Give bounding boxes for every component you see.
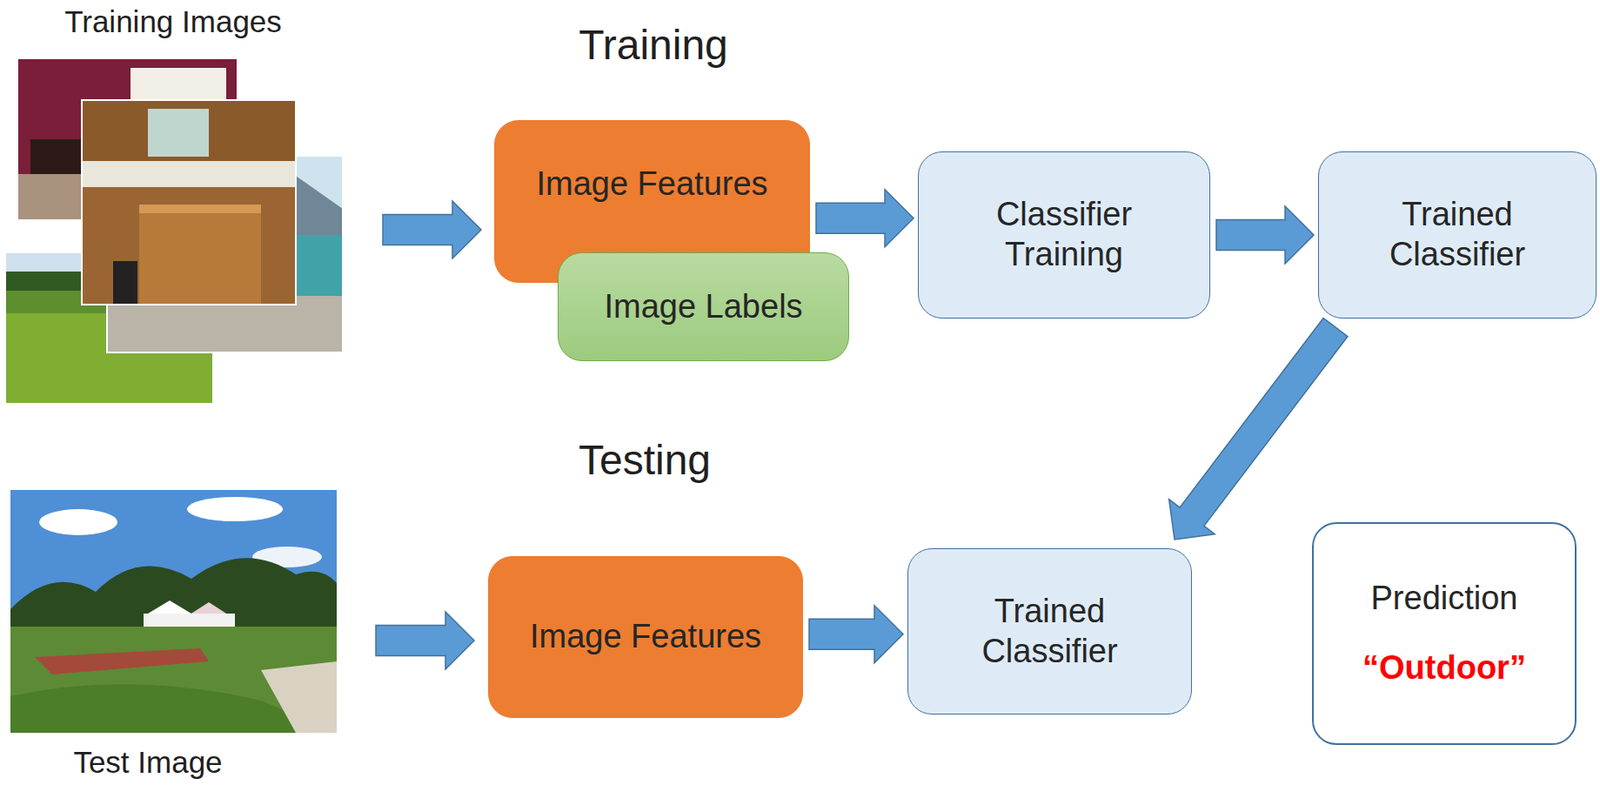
prediction-box: Prediction “Outdoor” — [1312, 522, 1577, 745]
feature-box: Image Features — [488, 555, 804, 718]
label-box: Image Labels — [557, 252, 850, 362]
node-text: Prediction — [1371, 578, 1519, 619]
section-heading: Training — [578, 22, 729, 69]
section-heading: Testing — [578, 437, 711, 484]
block-arrow — [816, 189, 914, 248]
test-photo — [10, 489, 337, 733]
node-text: Image Labels — [603, 287, 803, 328]
node-text: Classifier Training — [948, 194, 1180, 275]
process-box: Trained Classifier — [1318, 151, 1597, 319]
input-arrow — [382, 200, 482, 259]
block-arrow — [1169, 317, 1348, 540]
node-text: Trained Classifier — [1348, 194, 1567, 275]
input-arrow — [375, 611, 475, 670]
node-text: Image Features — [535, 164, 768, 205]
process-box: Classifier Training — [917, 151, 1211, 319]
image-label: Test Image — [73, 745, 222, 780]
node-text: Image Features — [529, 616, 762, 657]
process-box: Trained Classifier — [907, 548, 1192, 715]
block-arrow — [809, 605, 904, 663]
node-text: Trained Classifier — [937, 591, 1162, 671]
training-photos — [6, 59, 343, 403]
prediction-value: “Outdoor” — [1362, 648, 1527, 689]
image-set-label: Training Images — [64, 5, 282, 40]
block-arrow — [1216, 206, 1314, 264]
